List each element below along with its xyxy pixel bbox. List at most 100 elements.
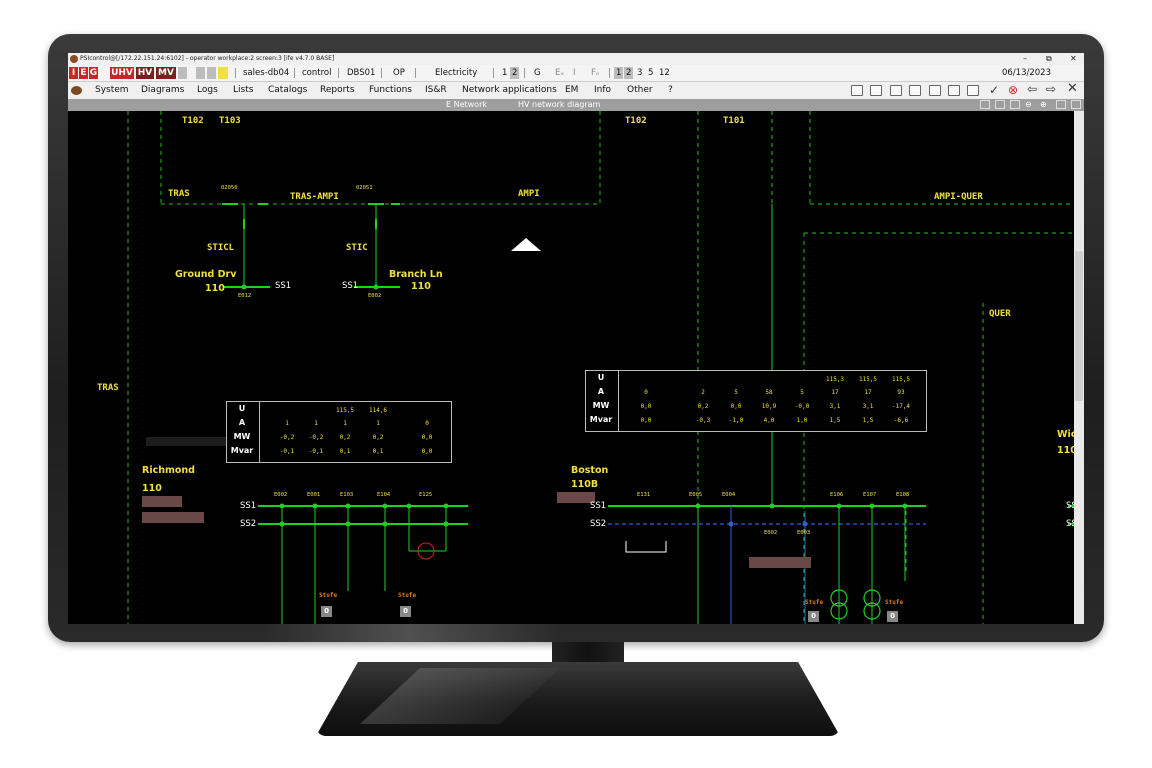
richmond-elem-e125: E125 xyxy=(419,492,433,498)
alarm-indicator-icon[interactable] xyxy=(218,67,228,79)
page-button-b5[interactable]: 5 xyxy=(648,68,654,78)
menu-system[interactable]: System xyxy=(95,85,129,95)
stufe-value[interactable]: 0 xyxy=(808,611,819,622)
richmond-elem-e104: E104 xyxy=(377,492,391,498)
keyboard-icon[interactable] xyxy=(851,85,863,96)
value: 0,0 xyxy=(421,448,433,455)
minimize-button[interactable]: – xyxy=(1023,54,1027,63)
menu-info[interactable]: Info xyxy=(594,85,612,95)
richmond-alarm-tag[interactable] xyxy=(142,496,182,507)
fn-button[interactable]: Fₙ xyxy=(591,68,600,78)
tool-icon[interactable] xyxy=(1010,100,1020,109)
boston-elem-e107: E107 xyxy=(863,492,877,498)
measurement-table-richmond: U A MW Mvar 115,5 114,6 1 1 1 1 0 -0,2 -… xyxy=(226,401,452,463)
menu-logs[interactable]: Logs xyxy=(197,85,218,95)
i-button[interactable]: I xyxy=(573,68,576,78)
value: -0,1 xyxy=(279,448,295,455)
page-button-b1[interactable]: 1 xyxy=(614,67,624,79)
hv-badge[interactable]: HV xyxy=(136,67,154,79)
ieg-logo-i: I xyxy=(69,67,78,79)
row-mvar: Mvar xyxy=(589,415,613,424)
scrollbar-thumb[interactable] xyxy=(1075,251,1083,401)
value: 93 xyxy=(897,389,905,396)
value: 0,2 xyxy=(372,434,384,441)
line-label-ampi-quer: AMPI-QUER xyxy=(934,192,983,202)
page-button-b2[interactable]: 2 xyxy=(624,67,634,79)
boston-elem-e004: E004 xyxy=(722,492,736,498)
station-boston[interactable]: Boston xyxy=(571,465,609,476)
menu-reports[interactable]: Reports xyxy=(320,85,355,95)
check-icon[interactable]: ✓ xyxy=(989,83,1000,97)
menu-functions[interactable]: Functions xyxy=(369,85,412,95)
zoom-out-icon[interactable]: ⊖ xyxy=(1025,100,1032,109)
close-x-icon[interactable]: ✕ xyxy=(1067,81,1078,96)
menu-lists[interactable]: Lists xyxy=(233,85,254,95)
boston-alarm-tag-2[interactable] xyxy=(749,557,811,568)
richmond-alarm-tag-2[interactable] xyxy=(142,512,204,523)
forward-arrow-icon[interactable]: ⇨ xyxy=(1046,82,1057,96)
stufe-value[interactable]: 0 xyxy=(321,606,332,617)
zoom-in-icon[interactable]: ⊕ xyxy=(1040,100,1047,109)
row-u: U xyxy=(238,404,246,413)
menu-other[interactable]: Other xyxy=(627,85,653,95)
ex-button[interactable]: Eₓ xyxy=(555,68,565,78)
clipboard-icon[interactable] xyxy=(967,85,979,96)
zoom-fit-icon[interactable] xyxy=(980,100,990,109)
tab-hv-network-diagram[interactable]: HV network diagram xyxy=(518,100,601,109)
window-icon[interactable] xyxy=(870,85,882,96)
filter-icon[interactable] xyxy=(178,67,187,79)
menu-diagrams[interactable]: Diagrams xyxy=(141,85,185,95)
tab-e-network[interactable]: E Network xyxy=(446,100,487,109)
value: -0,0 xyxy=(794,403,810,410)
stufe-value[interactable]: 0 xyxy=(400,606,411,617)
boston-alarm-tag[interactable] xyxy=(557,492,595,503)
value: -0,3 xyxy=(695,417,711,424)
close-button[interactable]: ✕ xyxy=(1070,54,1077,63)
copy-icon[interactable] xyxy=(948,85,960,96)
station-ground-drv[interactable]: Ground Drv xyxy=(175,269,237,280)
page-button-b12[interactable]: 12 xyxy=(659,68,670,78)
expand-icon[interactable] xyxy=(1071,100,1081,109)
value: 17 xyxy=(831,389,839,396)
page-button-1[interactable]: 1 xyxy=(502,68,508,78)
page-button-2[interactable]: 2 xyxy=(510,67,520,79)
cancel-icon[interactable]: ⊗ xyxy=(1008,83,1019,97)
menu-isr[interactable]: IS&R xyxy=(425,85,447,95)
menu-em[interactable]: EM xyxy=(565,85,579,95)
trend-icon[interactable] xyxy=(909,85,921,96)
grid-icon[interactable] xyxy=(196,67,205,79)
table-icon[interactable] xyxy=(929,85,941,96)
grid-icon-2[interactable] xyxy=(207,67,216,79)
stufe-value[interactable]: 0 xyxy=(887,611,898,622)
menu-catalogs[interactable]: Catalogs xyxy=(268,85,308,95)
value: -1,0 xyxy=(728,417,744,424)
value: -17,4 xyxy=(891,403,911,410)
network-diagram-canvas[interactable]: T102 T103 T102 T101 TRAS TRAS-AMPI AMPI … xyxy=(68,111,1077,624)
g-button[interactable]: G xyxy=(534,68,541,78)
document-icon[interactable] xyxy=(890,85,902,96)
vertical-scrollbar[interactable] xyxy=(1074,111,1084,624)
value: 0,2 xyxy=(697,403,709,410)
pan-icon[interactable] xyxy=(995,100,1005,109)
uhv-badge[interactable]: UHV xyxy=(110,67,134,79)
station-richmond[interactable]: Richmond xyxy=(142,465,195,476)
line-label-tras-side: TRAS xyxy=(97,383,119,393)
value: 1 xyxy=(376,420,380,427)
back-arrow-icon[interactable]: ⇦ xyxy=(1027,82,1038,96)
station-branch-ln[interactable]: Branch Ln xyxy=(389,269,443,280)
menu-network-applications[interactable]: Network applications xyxy=(462,85,557,95)
value: 0,0 xyxy=(730,403,742,410)
fullscreen-icon[interactable] xyxy=(1056,100,1066,109)
page-button-b3[interactable]: 3 xyxy=(637,68,643,78)
mv-badge[interactable]: MV xyxy=(156,67,176,79)
ground-drv-bus: SS1 xyxy=(275,281,292,291)
station-wic[interactable]: Wic xyxy=(1057,429,1077,440)
separator xyxy=(609,68,610,78)
window-titlebar: PSIcontrol@[/172.22.151.24:6102] - opera… xyxy=(68,53,1084,65)
monitor-stand xyxy=(316,662,840,736)
maximize-button[interactable]: ⧉ xyxy=(1046,54,1052,63)
branch-ln-kv: 110 xyxy=(411,281,431,292)
menu-help[interactable]: ? xyxy=(668,85,673,95)
row-a: A xyxy=(597,387,605,396)
value: 114,6 xyxy=(368,407,388,414)
